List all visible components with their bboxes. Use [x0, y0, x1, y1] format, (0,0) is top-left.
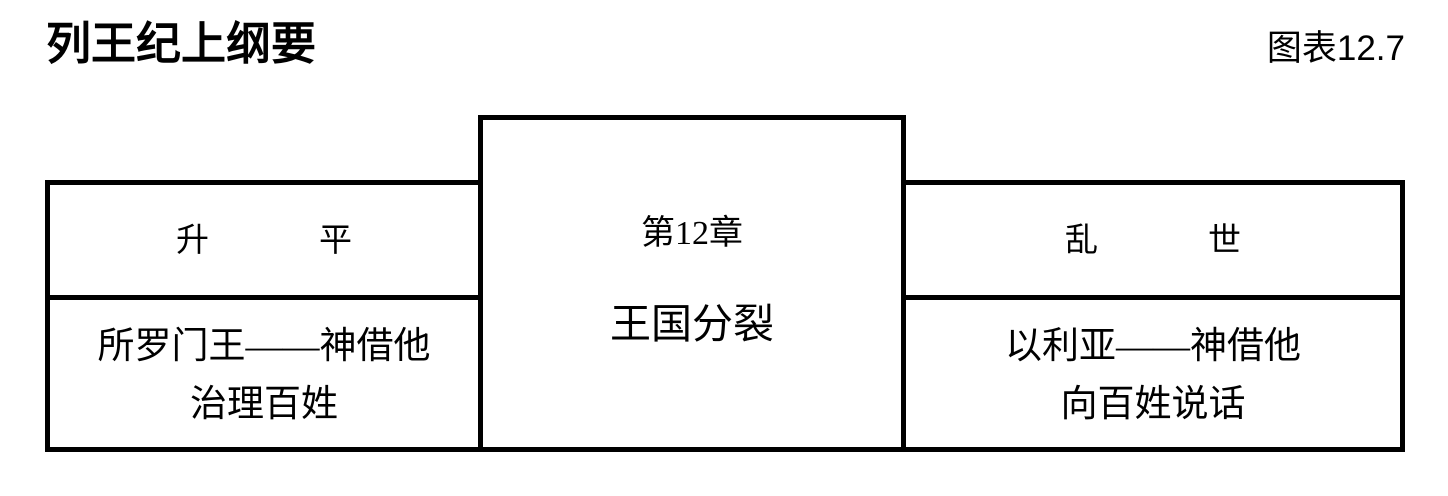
center-panel-heading: 王国分裂 — [610, 300, 774, 347]
right-panel-header-text: 乱世 — [1065, 221, 1241, 259]
figure-number-label: 图表12.7 — [1266, 29, 1405, 68]
left-panel-body-cell: 所罗门王——神借他 治理百姓 — [50, 300, 478, 452]
left-panel-header-text: 升平 — [176, 221, 352, 259]
center-panel-chapter-label: 第12章 — [641, 214, 743, 252]
right-panel: 乱世 以利亚——神借他 向百姓说话 — [901, 180, 1405, 452]
center-panel: 第12章 王国分裂 — [478, 115, 906, 452]
left-panel-header-char-2: 平 — [319, 221, 352, 258]
right-panel-body-line-1: 以利亚——神借他 — [1005, 326, 1301, 367]
left-panel-header-char-1: 升 — [176, 221, 209, 258]
page-title: 列王纪上纲要 — [46, 18, 317, 69]
right-panel-body-cell: 以利亚——神借他 向百姓说话 — [906, 300, 1400, 452]
left-panel-body-line-2: 治理百姓 — [190, 384, 338, 425]
right-panel-body-line-2: 向百姓说话 — [1060, 384, 1246, 425]
right-panel-header-cell: 乱世 — [906, 185, 1400, 300]
left-panel: 升平 所罗门王——神借他 治理百姓 — [45, 180, 483, 452]
left-panel-header-cell: 升平 — [50, 185, 478, 300]
right-panel-header-char-1: 乱 — [1065, 221, 1098, 258]
center-panel-content: 第12章 王国分裂 — [483, 120, 901, 447]
left-panel-body-line-1: 所罗门王——神借他 — [97, 326, 431, 367]
right-panel-header-char-2: 世 — [1208, 221, 1241, 258]
